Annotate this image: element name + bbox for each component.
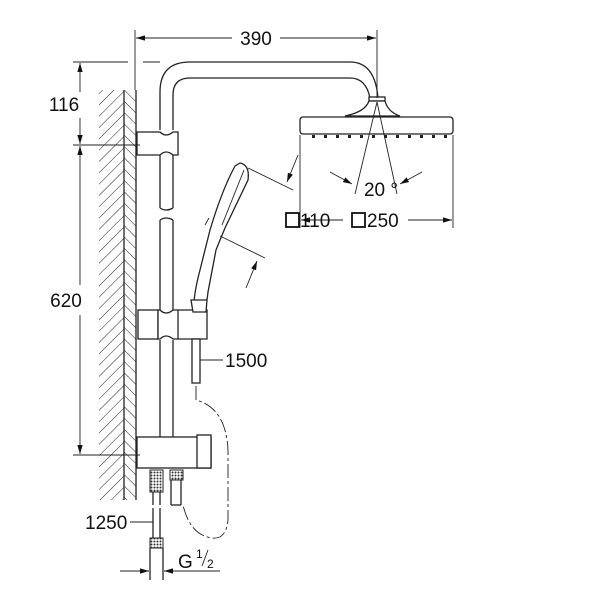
square-icon bbox=[351, 212, 366, 228]
thread-denominator: 2 bbox=[207, 557, 214, 571]
dimension-110-label: 110 bbox=[300, 211, 330, 232]
wall bbox=[99, 90, 137, 500]
dimension-250-label: 250 bbox=[367, 211, 399, 232]
shower-hose bbox=[182, 338, 229, 539]
hand-shower bbox=[192, 162, 249, 319]
dimension-1250-label: 1250 bbox=[85, 513, 127, 534]
thermostat-mixer bbox=[136, 434, 212, 580]
thread-letter: G bbox=[178, 552, 193, 573]
dimension-390-label: 390 bbox=[240, 29, 272, 50]
dimension-116-label: 116 bbox=[49, 95, 79, 116]
square-icon bbox=[285, 212, 300, 228]
head-shower bbox=[299, 96, 454, 195]
shower-rail bbox=[159, 61, 379, 437]
slider-bracket bbox=[137, 299, 208, 340]
dimension-1500-label: 1500 bbox=[225, 351, 267, 372]
thread-numerator: 1 bbox=[196, 547, 203, 561]
wall-bracket-top bbox=[136, 131, 179, 156]
dimension-lines bbox=[73, 30, 454, 574]
spray-angle-label: 20 ° bbox=[364, 180, 398, 201]
dimension-620-label: 620 bbox=[50, 291, 82, 312]
